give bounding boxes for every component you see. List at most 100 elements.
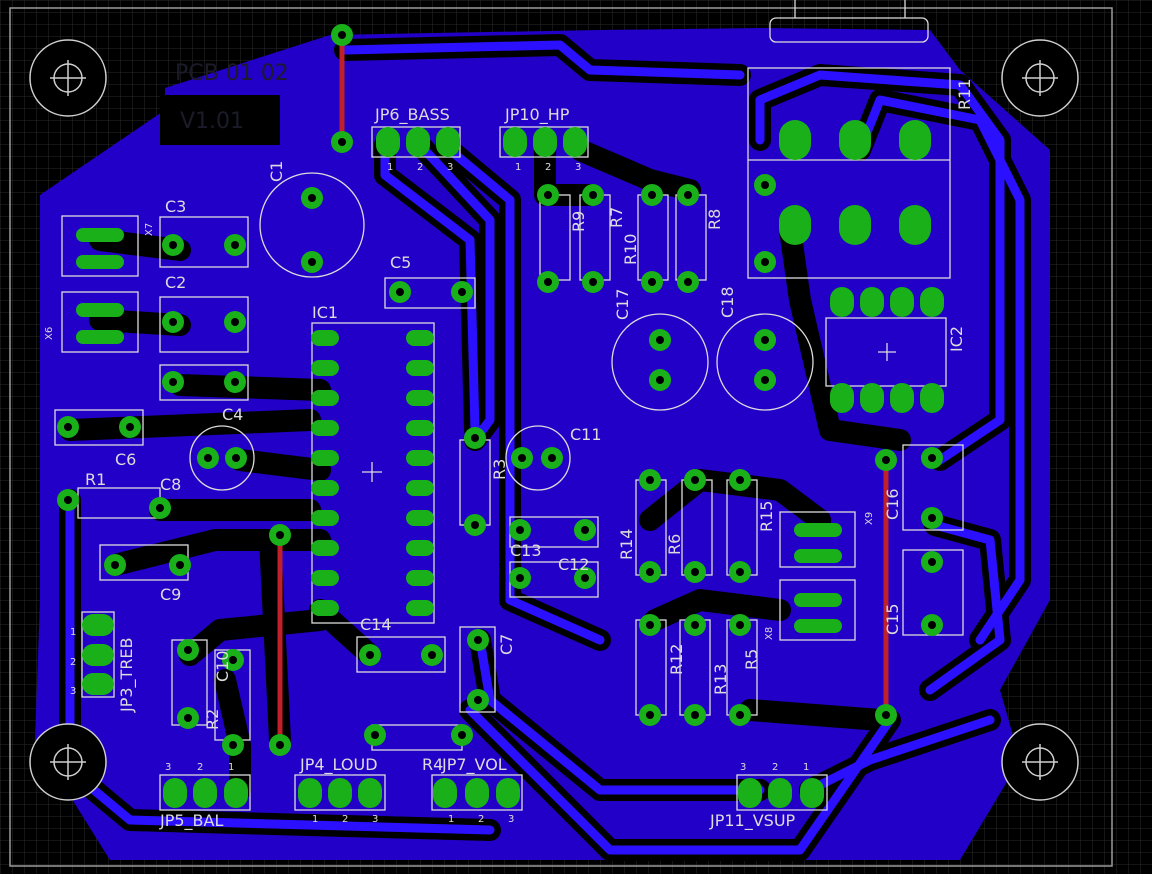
label-r14: R14 xyxy=(617,529,636,560)
header-pad xyxy=(890,287,914,317)
label-c14: C14 xyxy=(360,615,392,634)
header-pad xyxy=(899,205,931,245)
label-r3: R3 xyxy=(490,459,509,480)
pad-drill xyxy=(231,241,239,249)
label-r11: R11 xyxy=(955,79,974,110)
ic1-pin xyxy=(406,420,434,436)
header-pad xyxy=(839,205,871,245)
pin-num: 1 xyxy=(70,627,76,638)
label-x7: X7 xyxy=(144,223,155,236)
pad-drill xyxy=(64,423,72,431)
pad-drill xyxy=(204,454,212,462)
pad-drill xyxy=(656,376,664,384)
header-pad xyxy=(503,127,527,157)
jumper-wires xyxy=(277,35,889,745)
ic1-pin xyxy=(406,570,434,586)
pin-num: 2 xyxy=(70,657,76,668)
ic1-pin xyxy=(406,360,434,376)
header-pad xyxy=(920,383,944,413)
ic1-outline xyxy=(311,322,435,624)
label-jp3: JP3_TREB xyxy=(117,637,137,713)
header-pad xyxy=(794,619,842,633)
pad-drill xyxy=(882,456,890,464)
pad-drill xyxy=(458,288,466,296)
pad-drill xyxy=(589,191,597,199)
pad-drill xyxy=(589,278,597,286)
header-pad xyxy=(82,644,114,666)
label-r8: R8 xyxy=(705,209,724,230)
label-ic1: IC1 xyxy=(312,303,338,322)
ic1-pin xyxy=(311,420,339,436)
pad-drill xyxy=(691,476,699,484)
header-pad xyxy=(358,778,382,808)
pad-drill xyxy=(684,191,692,199)
pad-drill xyxy=(761,336,769,344)
pin-num: 1 xyxy=(228,762,234,773)
pad-drill xyxy=(126,423,134,431)
pin-num: 1 xyxy=(448,814,454,825)
mount-hole-top-right xyxy=(1001,39,1079,117)
pad-drill xyxy=(544,278,552,286)
header-pad xyxy=(830,383,854,413)
pad-drill xyxy=(184,714,192,722)
ic1-pin xyxy=(406,330,434,346)
header-pad xyxy=(465,778,489,808)
header-pad xyxy=(779,205,811,245)
pad-drill xyxy=(458,731,466,739)
label-c15: C15 xyxy=(883,603,902,635)
label-c3: C3 xyxy=(165,197,186,216)
r11-outline xyxy=(747,67,951,279)
pad-drill xyxy=(928,621,936,629)
pin-num: 3 xyxy=(165,762,171,773)
label-c6: C6 xyxy=(115,450,136,469)
ic1-pin xyxy=(311,450,339,466)
pad-drill xyxy=(371,731,379,739)
label-jp4: JP4_LOUD xyxy=(299,755,378,775)
pad-drill xyxy=(581,526,589,534)
ic1-pin xyxy=(311,390,339,406)
pad-drill xyxy=(184,646,192,654)
header-pad xyxy=(860,287,884,317)
board-outline xyxy=(9,7,1113,867)
pad-drill xyxy=(232,454,240,462)
label-c12: C12 xyxy=(558,555,590,574)
header-pad xyxy=(436,127,460,157)
pad-drill xyxy=(338,31,346,39)
label-c16: C16 xyxy=(883,488,902,520)
pin-num: 3 xyxy=(372,814,378,825)
x7-outline xyxy=(61,215,139,277)
ic1-pin xyxy=(311,540,339,556)
header-pad xyxy=(794,593,842,607)
pad-drill xyxy=(516,574,524,582)
pad-drill xyxy=(928,558,936,566)
pin-num: 2 xyxy=(342,814,348,825)
pad-drill xyxy=(471,521,479,529)
label-r15: R15 xyxy=(757,501,776,532)
pad-drill xyxy=(761,376,769,384)
label-r1: R1 xyxy=(85,470,106,489)
pin-num: 3 xyxy=(70,686,76,697)
pad-drill xyxy=(169,241,177,249)
version-stamp xyxy=(160,95,280,145)
mount-hole-top-left xyxy=(29,39,107,117)
header-pad xyxy=(376,127,400,157)
header-pad xyxy=(76,228,124,242)
label-c18: C18 xyxy=(718,286,737,318)
pad-drill xyxy=(231,378,239,386)
header-pad xyxy=(328,778,352,808)
ic2-outline xyxy=(825,317,947,387)
pad-drill xyxy=(928,514,936,522)
pad-drill xyxy=(111,561,119,569)
pad-drill xyxy=(648,191,656,199)
pad-drill xyxy=(229,741,237,749)
pad-drill xyxy=(736,476,744,484)
ic1-pin xyxy=(406,450,434,466)
pin-num: 2 xyxy=(417,162,423,173)
label-c1: C1 xyxy=(267,161,286,182)
pad-drill xyxy=(581,574,589,582)
pin-num: 1 xyxy=(515,162,521,173)
pad-drill xyxy=(308,194,316,202)
label-r7: R7 xyxy=(607,207,626,228)
label-r10: R10 xyxy=(621,234,640,265)
